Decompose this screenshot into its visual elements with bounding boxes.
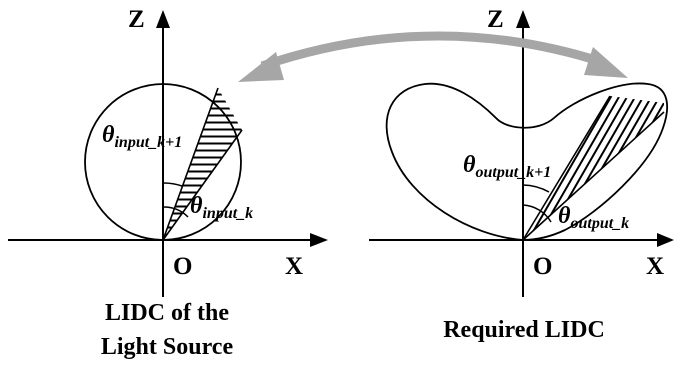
- input-angle-arc-k: [162, 206, 189, 218]
- left-z-axis-arrowhead: [156, 10, 170, 28]
- input-theta-k-label: θinput_k: [190, 193, 253, 222]
- output-angle-arc-k1: [522, 184, 550, 193]
- left-x-label: X: [285, 253, 303, 280]
- output-theta-k1-label: θoutput_k+1: [463, 152, 551, 181]
- left-caption-line2: Light Source: [101, 334, 234, 360]
- mapping-arrowhead-right: [584, 47, 628, 78]
- input-theta-k1-label: θinput_k+1: [102, 122, 182, 151]
- output-angle-arc-k: [522, 204, 552, 223]
- input-angle-arc-k1: [162, 182, 183, 187]
- right-caption: Required LIDC: [443, 317, 605, 343]
- right-z-axis-arrowhead: [516, 10, 530, 28]
- mapping-double-arrow: [238, 31, 628, 82]
- output-theta-k-label: θoutput_k: [558, 203, 629, 232]
- left-z-label: Z: [128, 6, 145, 33]
- right-origin-label: O: [533, 253, 552, 280]
- right-x-axis-arrowhead: [657, 233, 674, 247]
- left-caption-line1: LIDC of the: [105, 300, 229, 326]
- left-x-axis-arrowhead: [310, 233, 328, 247]
- output-lidc-curve: [385, 82, 669, 241]
- left-origin-label: O: [173, 253, 192, 280]
- right-x-label: X: [646, 253, 664, 280]
- mapping-arrowhead-left: [238, 52, 284, 82]
- mapping-arrow-shaft: [260, 31, 604, 71]
- right-panel: Z X O θoutput_k+1 θoutput_k Required LID…: [369, 6, 674, 343]
- right-z-label: Z: [487, 6, 504, 33]
- left-panel: Z X O θinput_k+1 θinput_k LIDC of the Li…: [8, 6, 328, 360]
- input-hatched-wedge: [162, 87, 243, 241]
